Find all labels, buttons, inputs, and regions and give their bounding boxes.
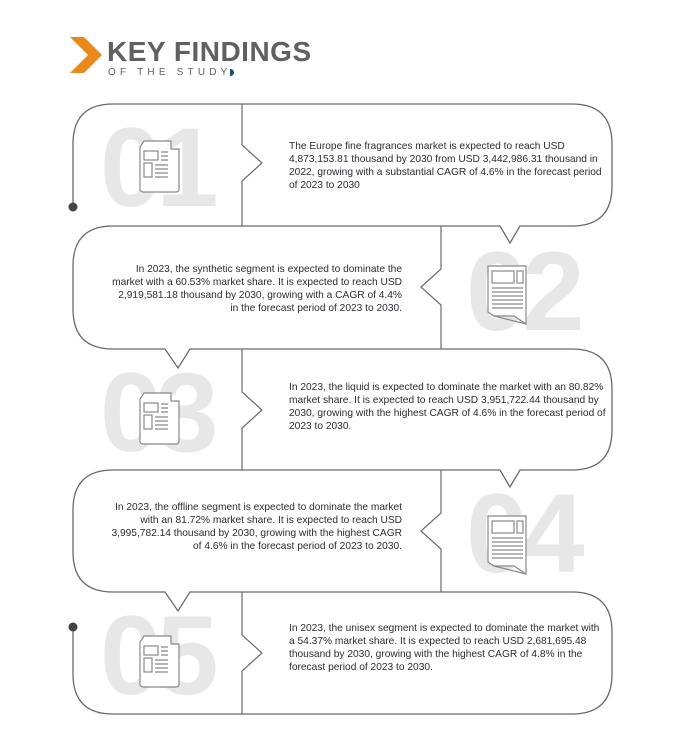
newspaper-icon [139,392,180,445]
finding-text: The Europe fine fragrances market is exp… [289,141,602,191]
page-subtitle: OF THE STUDY [108,67,234,78]
newspaper-icon [139,635,180,688]
newspaper-icon [139,140,180,193]
finding-text: In 2023, the liquid is expected to domin… [289,382,606,432]
subtitle-text: OF THE STUDY [108,67,232,78]
newspaper-icon [487,515,527,576]
page-title: KEY FINDINGS [107,36,312,67]
newspaper-icon [487,265,527,326]
finding-text: In 2023, the unisex segment is expected … [289,623,600,673]
timeline-dot [68,202,78,212]
orange-chevron-icon [70,37,102,73]
finding-text: In 2023, the offline segment is expected… [111,502,402,552]
finding-text: In 2023, the synthetic segment is expect… [112,264,402,314]
timeline-dot [68,622,78,632]
subtitle-dot-icon [229,69,234,76]
